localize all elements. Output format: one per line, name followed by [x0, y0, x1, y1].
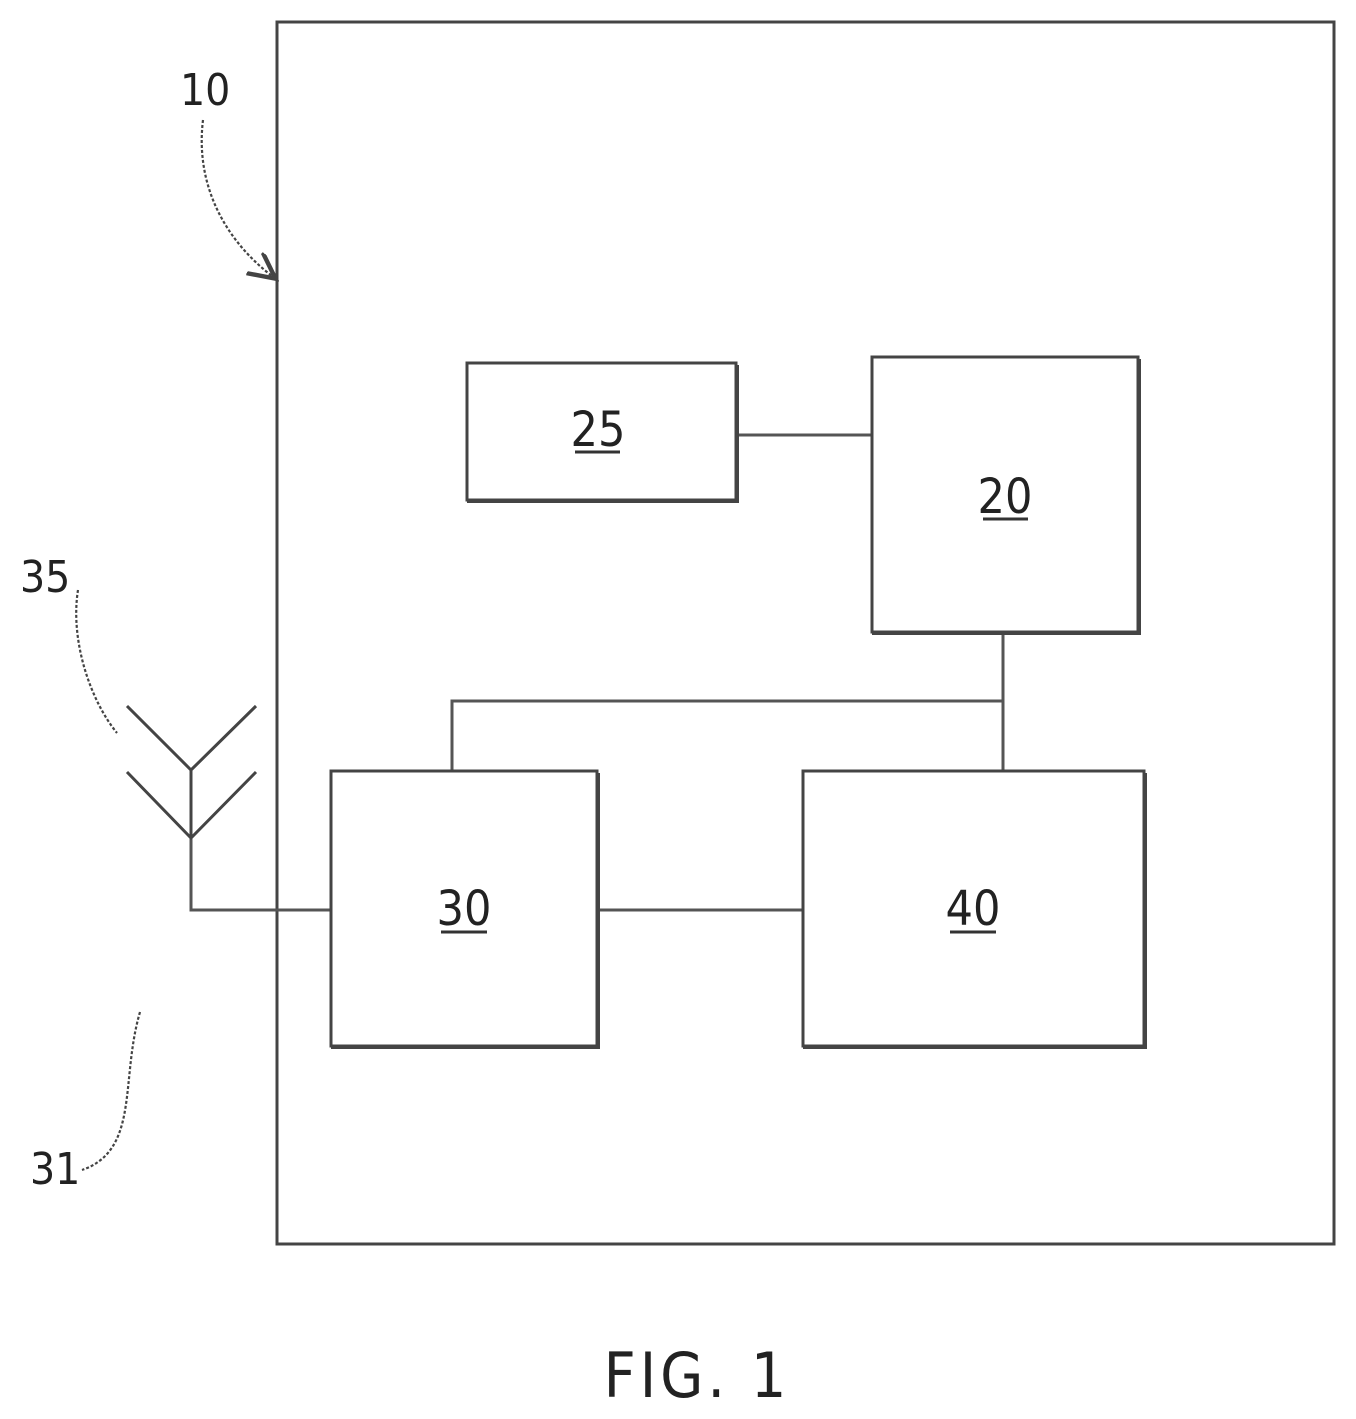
block-25: 25	[467, 363, 736, 500]
block-label-40: 40	[946, 881, 1001, 937]
ref-label-10: 10	[180, 65, 230, 116]
leader-10	[202, 120, 272, 276]
leader-35	[76, 590, 117, 733]
block-40: 40	[803, 771, 1144, 1046]
device-enclosure	[277, 22, 1334, 1244]
ref-label-35: 35	[20, 552, 70, 603]
block-label-25: 25	[571, 402, 626, 458]
block-label-30: 30	[437, 881, 492, 937]
leader-31	[82, 1012, 140, 1170]
block-20: 20	[872, 357, 1138, 632]
block-30: 30	[331, 771, 597, 1046]
block-label-20: 20	[978, 469, 1033, 525]
antenna-icon	[127, 706, 256, 838]
figure-caption: FIG. 1	[604, 1339, 791, 1412]
ref-label-31: 31	[30, 1144, 80, 1195]
